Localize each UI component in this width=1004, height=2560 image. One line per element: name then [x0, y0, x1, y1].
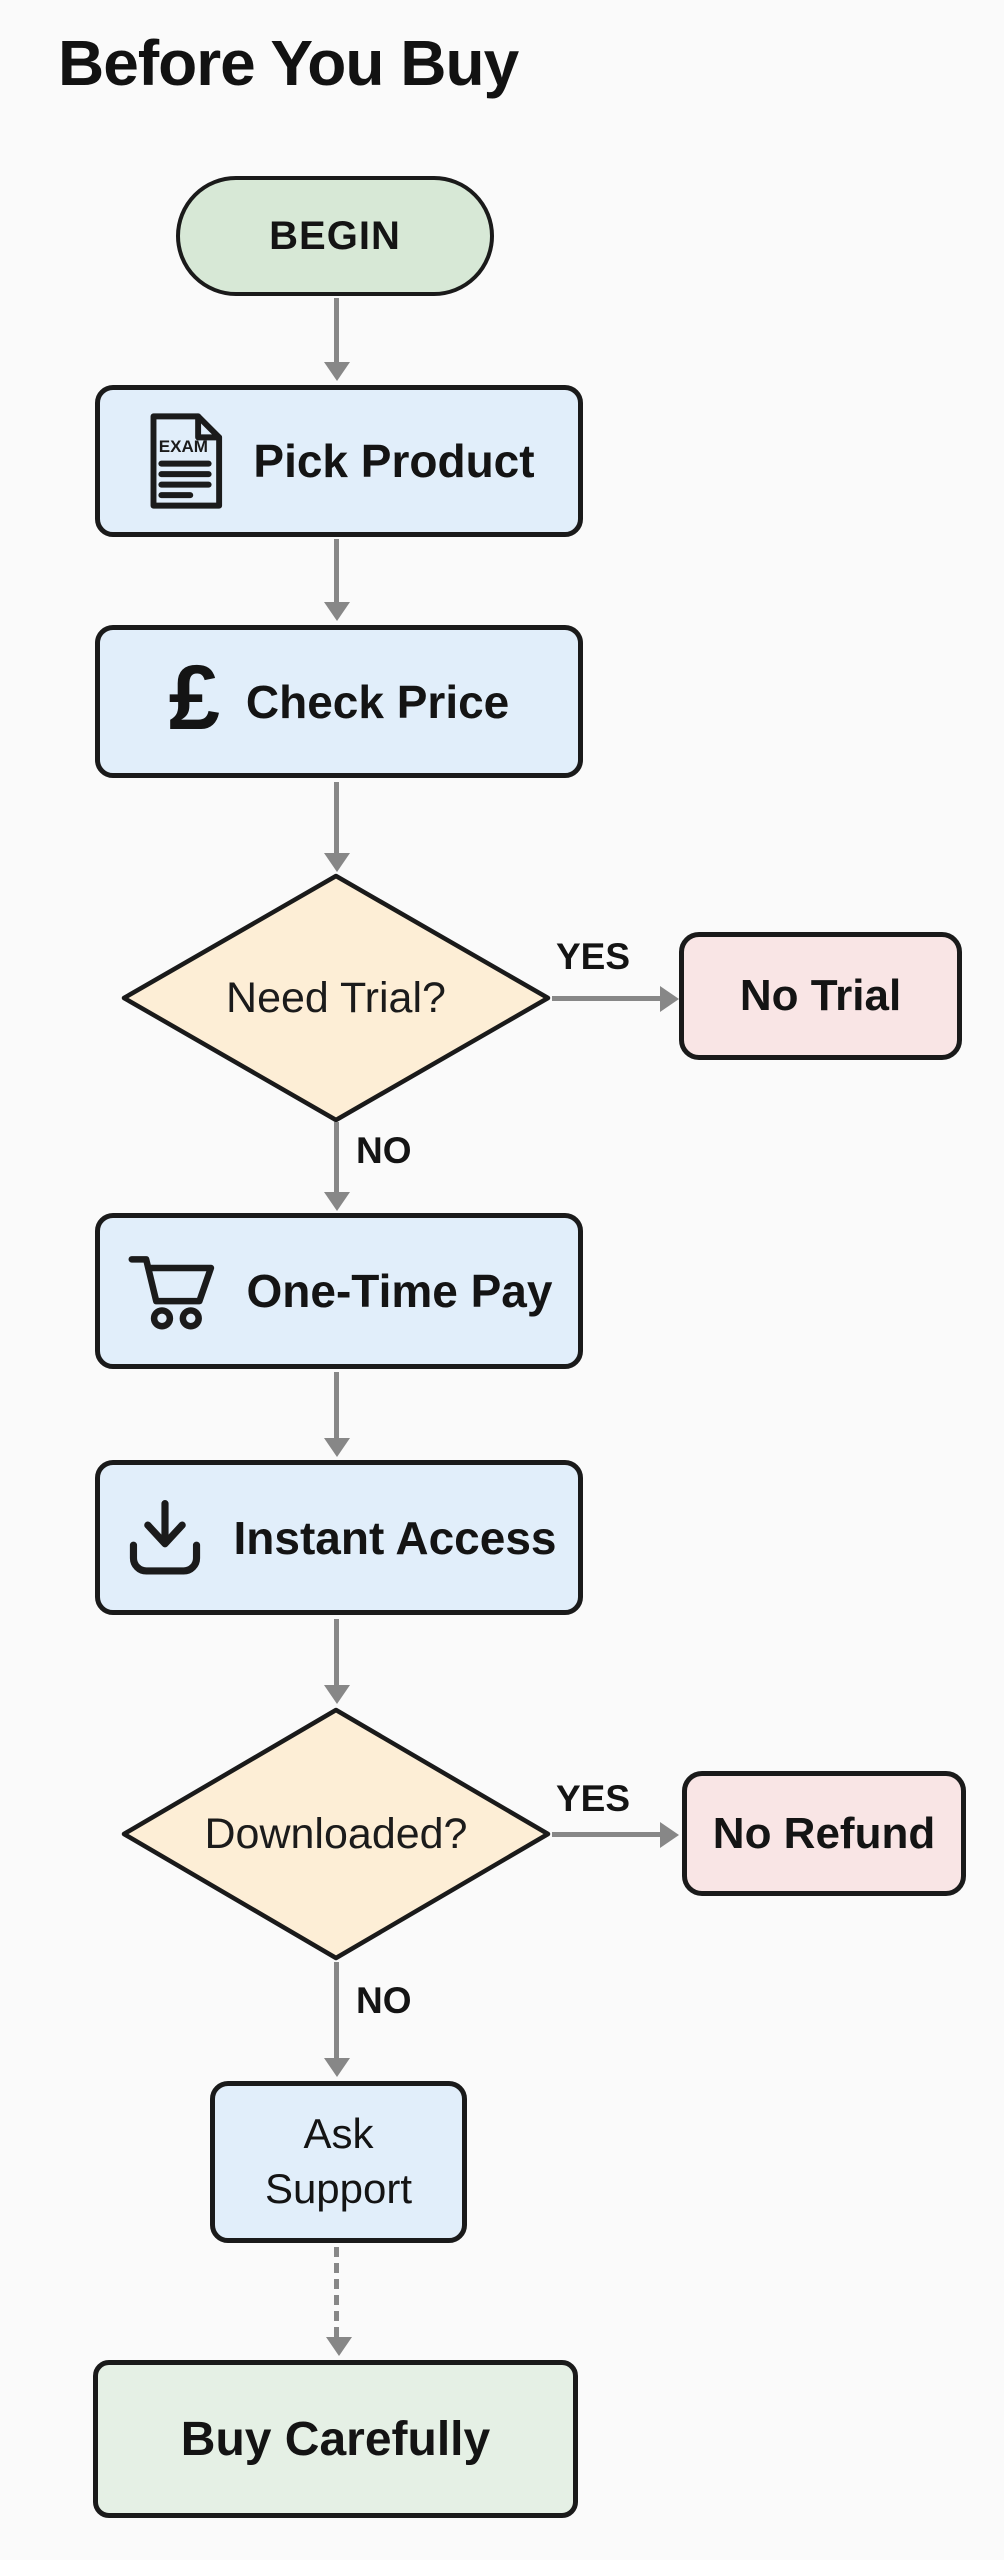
edge-label-need-trial-yes: YES: [556, 936, 631, 977]
edge-label-downloaded-no: NO: [356, 1980, 412, 2021]
node-one-time-pay: One-Time Pay: [95, 1213, 583, 1369]
node-no-refund: No Refund: [682, 1771, 966, 1896]
arrow-instant-access-to-downloaded: [334, 1619, 339, 1685]
node-instant-access-label: Instant Access: [233, 1511, 557, 1564]
edge-label-downloaded-yes: YES: [556, 1778, 631, 1819]
node-instant-access: Instant Access: [95, 1460, 583, 1615]
arrow-need-trial-to-no-trial: [552, 996, 660, 1001]
arrow-ask-support-to-buy-carefully: [334, 2247, 339, 2337]
node-check-price: £ Check Price: [95, 625, 583, 778]
node-begin-label: BEGIN: [269, 213, 401, 258]
node-pick-product: EXAM Pick Product: [95, 385, 583, 537]
node-need-trial: Need Trial?: [120, 873, 552, 1123]
node-one-time-pay-label: One-Time Pay: [246, 1265, 553, 1317]
shopping-cart-icon: [128, 1256, 214, 1330]
exam-document-icon: EXAM: [150, 413, 223, 509]
pound-sterling-icon: £: [168, 646, 220, 749]
decision-diamond-shape: [121, 873, 551, 1123]
node-pick-product-label: Pick Product: [253, 435, 535, 487]
node-need-trial-label: Need Trial?: [226, 973, 446, 1022]
node-ask-support: Ask Support: [210, 2081, 467, 2243]
arrow-downloaded-to-no-refund: [552, 1832, 660, 1837]
node-downloaded: Downloaded?: [120, 1707, 552, 1961]
arrow-begin-to-pick-product: [334, 298, 339, 362]
exam-icon-text: EXAM: [159, 437, 208, 456]
node-downloaded-label: Downloaded?: [204, 1809, 468, 1858]
node-buy-carefully: Buy Carefully: [93, 2360, 578, 2518]
node-no-trial-label: No Trial: [739, 971, 902, 1020]
arrow-one-time-pay-to-instant-access: [334, 1372, 339, 1438]
arrow-pick-product-to-check-price: [334, 539, 339, 602]
node-no-trial: No Trial: [679, 932, 962, 1060]
node-begin: BEGIN: [176, 176, 494, 296]
arrow-downloaded-to-ask-support: [334, 1962, 339, 2058]
edge-label-need-trial-no: NO: [356, 1130, 412, 1171]
page-title: Before You Buy: [58, 27, 519, 99]
decision-diamond-shape: [121, 1707, 551, 1961]
arrow-check-price-to-need-trial: [334, 782, 339, 853]
node-check-price-label: Check Price: [245, 675, 510, 728]
download-icon: [129, 1499, 200, 1575]
node-buy-carefully-label: Buy Carefully: [180, 2412, 491, 2466]
node-ask-support-label: Ask Support: [264, 2110, 413, 2212]
arrow-need-trial-to-one-time-pay: [334, 1122, 339, 1192]
node-no-refund-label: No Refund: [712, 1808, 936, 1858]
